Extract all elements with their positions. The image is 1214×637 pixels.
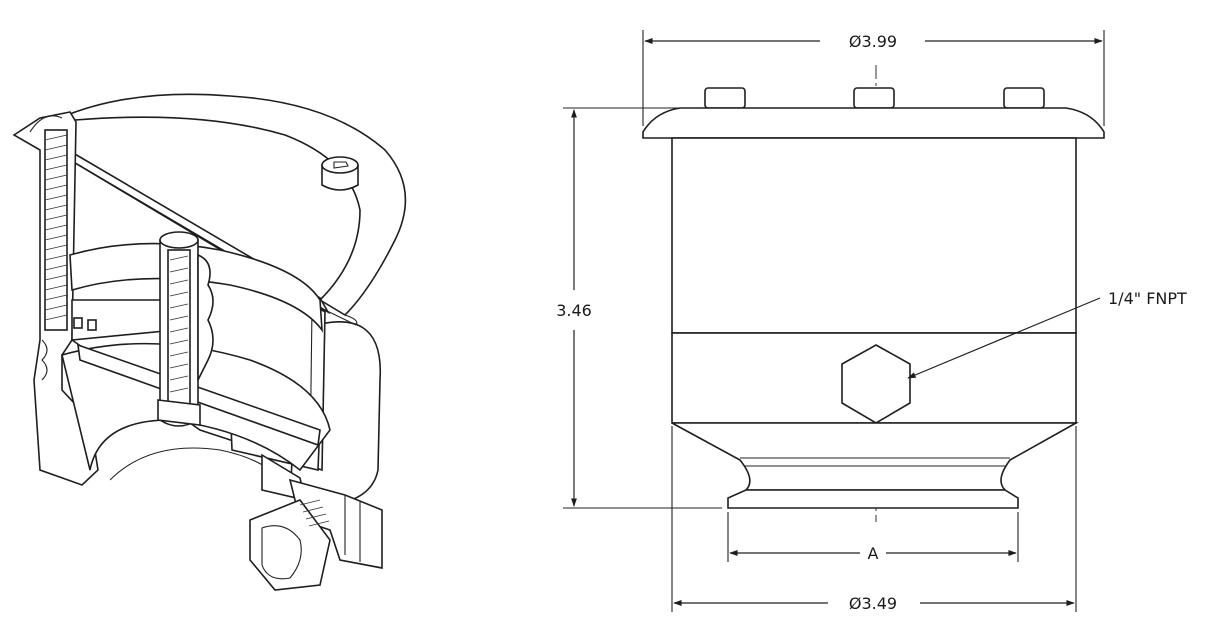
top-bolt-right [1003,87,1045,109]
top-bolt-left [704,87,746,109]
dim-top-diameter-label: Ø3.99 [849,32,897,51]
top-bolt-center [853,87,895,109]
side-port-fitting [249,453,383,591]
upper-body [671,137,1077,334]
lower-cone [671,422,1080,491]
port-callout-label: 1/4" FNPT [1108,289,1187,308]
elevation-view: Ø3.99 3.46 A Ø3.49 1/ [556,30,1187,613]
lid-screw [321,156,359,191]
top-cap [642,107,1105,139]
dim-opening-label: A [868,544,879,563]
bottom-flange [727,489,1019,509]
dim-bottom-diameter: Ø3.49 [671,426,1077,613]
dim-bottom-diameter-label: Ø3.49 [849,594,897,613]
dim-top-diameter: Ø3.99 [642,30,1105,126]
cutaway-isometric-view [12,93,407,591]
dim-height: 3.46 [556,107,722,509]
thread-hatching-left [44,134,68,321]
port-callout: 1/4" FNPT [907,289,1187,379]
cross-bar [77,343,321,447]
dim-opening: A [727,512,1019,563]
center-stem [157,231,214,427]
dim-height-label: 3.46 [556,301,592,320]
